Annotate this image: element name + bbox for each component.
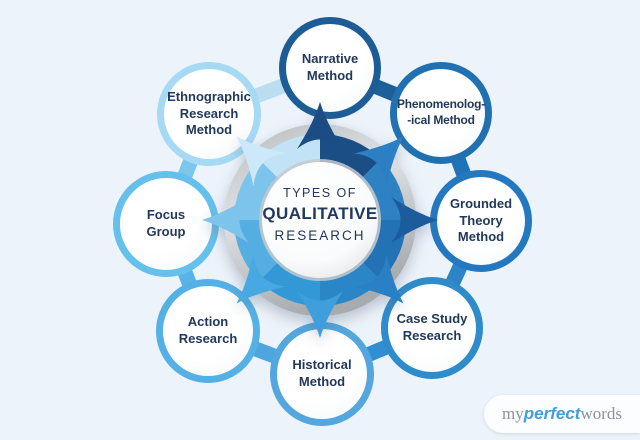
node-grounded-theory-method: Grounded Theory Method xyxy=(430,170,532,272)
node-label-grounded-theory: Grounded Theory Method xyxy=(449,195,513,245)
brand-logo-perfect: perfect xyxy=(523,404,581,423)
node-phenomenological-method: Phenomenolog- -ical Method xyxy=(390,62,492,164)
node-label-historical: Historical Method xyxy=(292,357,352,389)
node-label-narrative: Narrative Method xyxy=(301,51,359,83)
node-label-case-study: Case Study Research xyxy=(396,311,468,343)
node-focus-group: Focus Group xyxy=(113,171,219,277)
node-label-ethnographic: Ethnographic Research Method xyxy=(167,88,251,138)
node-narrative-method: Narrative Method xyxy=(279,17,381,119)
node-label-focus-group: Focus Group xyxy=(146,207,186,239)
node-ethnographic-research-method: Ethnographic Research Method xyxy=(157,62,261,166)
node-label-phenomenological: Phenomenolog- -ical Method xyxy=(397,97,486,127)
node-historical-method: Historical Method xyxy=(270,322,374,426)
node-case-study-research: Case Study Research xyxy=(381,277,483,379)
brand-logo-my: my xyxy=(502,404,524,423)
node-action-research: Action Research xyxy=(156,279,260,383)
brand-logo-words: words xyxy=(580,404,622,423)
node-label-action-research: Action Research xyxy=(178,314,238,346)
